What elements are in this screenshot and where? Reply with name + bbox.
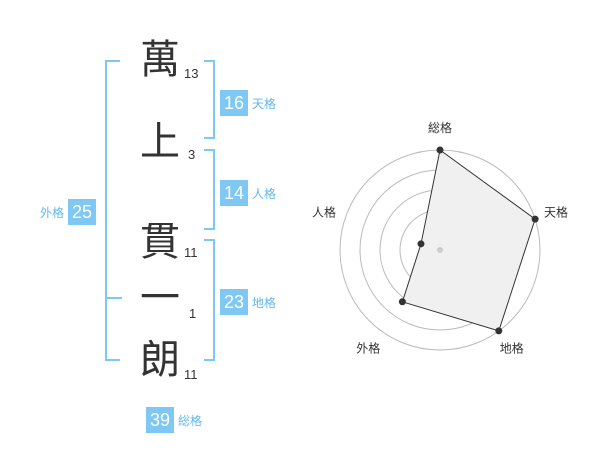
radar-axis-label-1: 総格 [428,120,452,135]
radar-point-1 [436,146,444,154]
gaikaku-label: 外格 [40,205,65,220]
radar-center-dot [437,247,443,253]
radar-point-3 [495,327,503,335]
chikaku-label: 地格 [252,295,277,310]
stroke-count-1: 13 [184,66,199,81]
jinkaku-label: 人格 [252,186,277,201]
jinkaku-badge: 14 人格 [220,180,276,206]
name-char-1: 萬 [140,37,180,83]
name-char-3: 貫 [140,219,180,265]
jinkaku-bracket [204,149,215,230]
chikaku-value: 23 [220,289,248,315]
radar-point-2 [531,215,539,223]
radar-data-polygon [401,149,536,332]
tenkaku-value: 16 [220,90,248,116]
radar-point-4 [398,298,406,306]
radar-axis-label-4: 外格 [356,341,380,356]
stroke-count-5: 11 [184,367,198,382]
radar-points [398,146,539,335]
tenkaku-label: 天格 [252,96,277,111]
gaikaku-bracket [105,60,120,361]
stroke-count-4: 1 [189,306,197,321]
jinkaku-value: 14 [220,180,248,206]
tenkaku-bracket [204,60,215,139]
radar-axis-label-5: 人格 [312,204,336,219]
stroke-count-3: 11 [184,245,198,260]
soukaku-label: 総格 [178,413,203,428]
radar-axis-label-3: 地格 [500,341,524,356]
chikaku-badge: 23 地格 [220,289,276,315]
radar-point-5 [417,240,425,248]
tenkaku-badge: 16 天格 [220,90,276,116]
radar-axis-label-2: 天格 [544,204,568,219]
name-char-2: 上 [140,119,180,165]
stroke-count-2: 3 [188,147,196,162]
name-char-5: 朗 [140,337,180,383]
gaikaku-badge: 外格 25 [40,199,97,225]
name-char-4: 一 [140,275,180,321]
chikaku-bracket [204,239,215,361]
soukaku-badge: 39 総格 [146,407,202,433]
soukaku-value: 39 [146,407,174,433]
gaikaku-value: 25 [68,199,97,225]
